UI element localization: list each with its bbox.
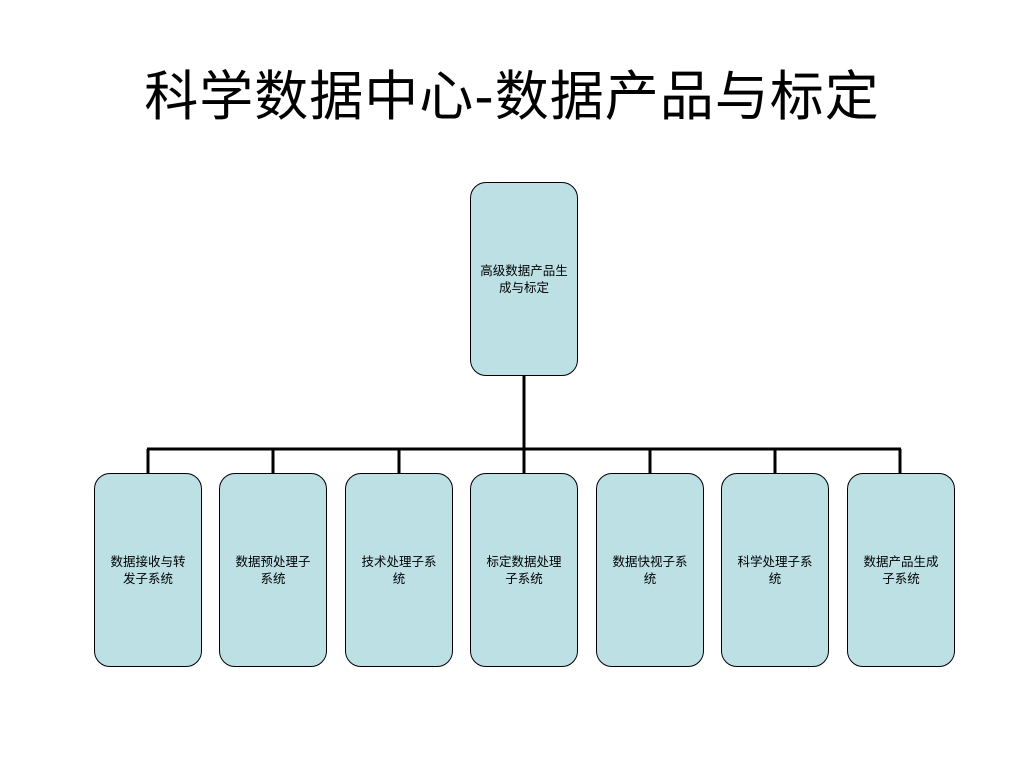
- child-node-technical: 技术处理子系统: [345, 473, 453, 667]
- child-node-label: 数据预处理子系统: [235, 554, 311, 586]
- child-node-calibration: 标定数据处理子系统: [470, 473, 578, 667]
- child-node-quicklook: 数据快视子系统: [596, 473, 704, 667]
- root-node: 高级数据产品生成与标定: [470, 182, 578, 376]
- root-node-label: 高级数据产品生成与标定: [480, 263, 568, 295]
- child-node-label: 标定数据处理子系统: [486, 554, 562, 586]
- child-node-label: 数据快视子系统: [612, 554, 688, 586]
- child-node-product-gen: 数据产品生成子系统: [847, 473, 955, 667]
- child-node-label: 数据接收与转发子系统: [110, 554, 186, 586]
- child-node-science: 科学处理子系统: [721, 473, 829, 667]
- child-node-label: 科学处理子系统: [737, 554, 813, 586]
- child-node-preprocess: 数据预处理子系统: [219, 473, 327, 667]
- child-node-label: 数据产品生成子系统: [863, 554, 939, 586]
- child-node-data-receive: 数据接收与转发子系统: [94, 473, 202, 667]
- child-node-label: 技术处理子系统: [361, 554, 437, 586]
- page-title: 科学数据中心-数据产品与标定: [144, 65, 880, 128]
